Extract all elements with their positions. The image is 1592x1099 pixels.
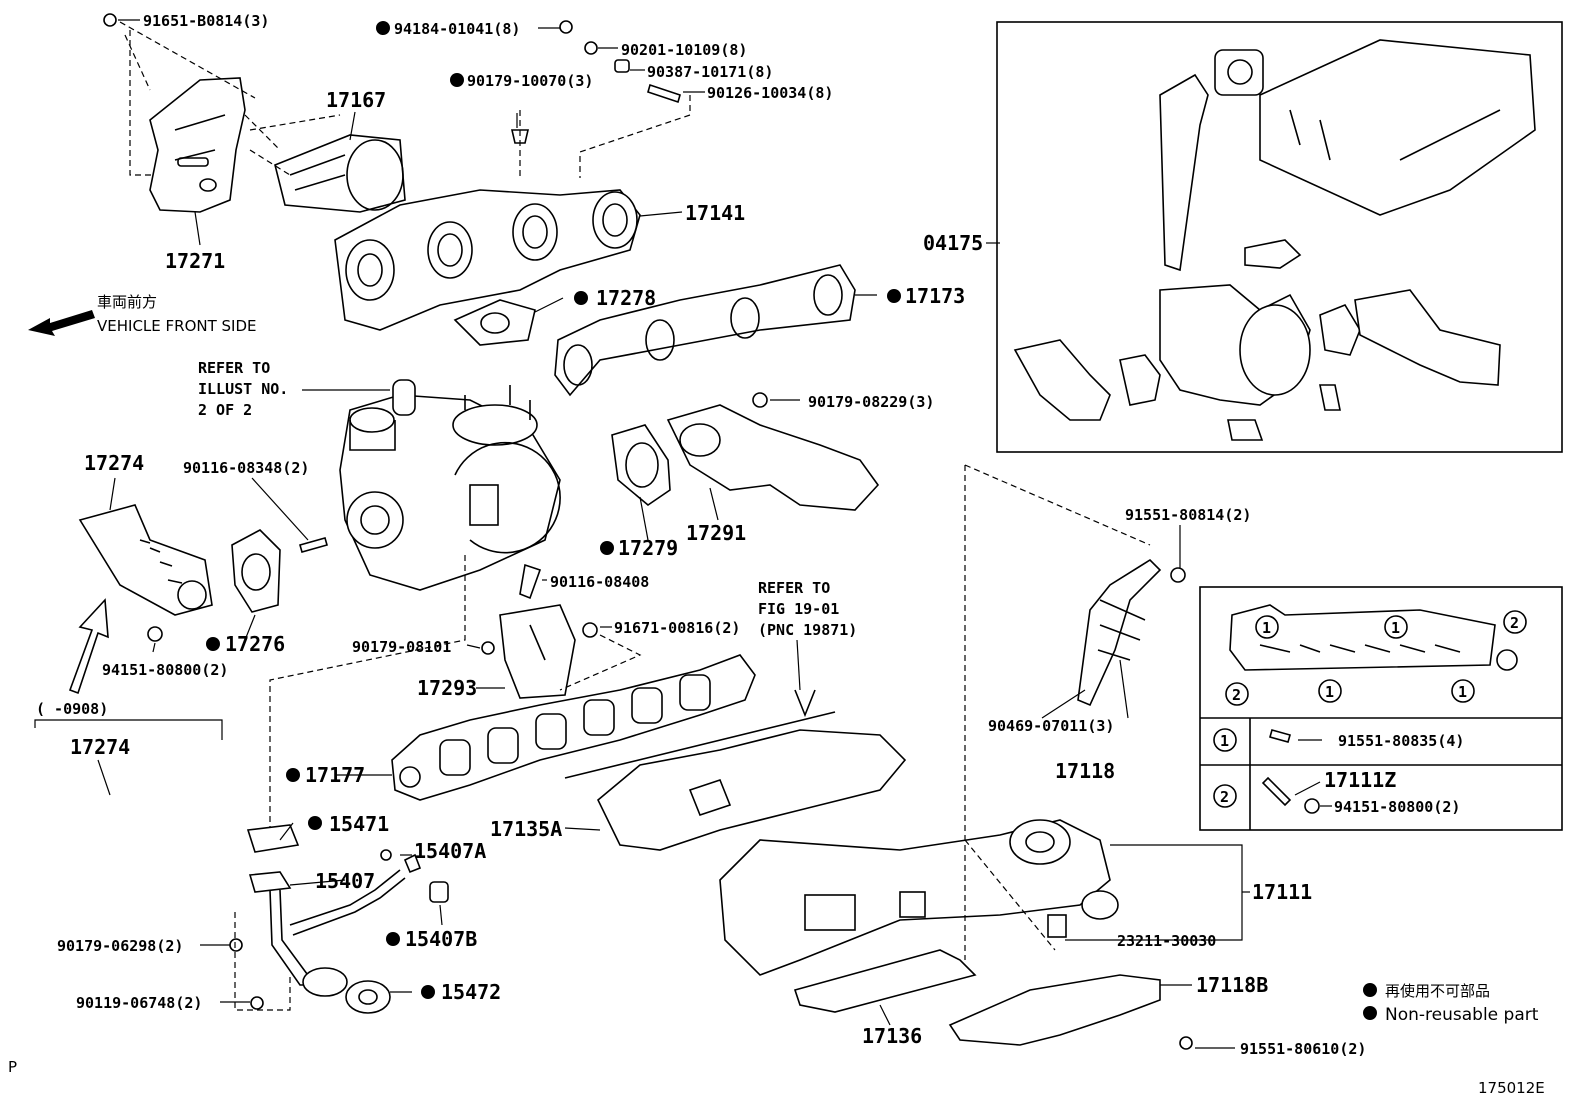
label-17118B: 17118B [1196, 973, 1268, 997]
heat-insulator-17167-shape [274, 134, 406, 213]
label-17278: 17278 [596, 286, 656, 310]
front-side-en: VEHICLE FRONT SIDE [97, 317, 257, 335]
refer-2-line-3: (PNC 19871) [758, 621, 857, 639]
label-90116-08348: 90116-08348(2) [183, 459, 309, 477]
label-17274-lower: 17274 [70, 735, 130, 759]
turbocharger-body-shape [339, 379, 561, 591]
exhaust-pipe-17291-shape [666, 392, 880, 511]
label-17167: 17167 [326, 88, 386, 112]
svg-text:2: 2 [1232, 686, 1241, 704]
gasket-17278-shape [453, 299, 536, 346]
label-17136: 17136 [862, 1024, 922, 1048]
detail-table [1199, 586, 1563, 831]
refer-2-line-2: FIG 19-01 [758, 600, 839, 618]
front-arrow-shape [28, 310, 95, 336]
front-side-jp: 車両前方 [97, 293, 157, 311]
label-90469-07011: 90469-07011(3) [988, 717, 1114, 735]
label-94184-01041: 94184-01041(8) [394, 20, 520, 38]
legend-jp: 再使用不可部品 [1385, 982, 1490, 1000]
label-91551-80814: 91551-80814(2) [1125, 506, 1251, 524]
label-90116-08408: 90116-08408 [550, 573, 649, 591]
label-17279: 17279 [618, 536, 678, 560]
label-17177: 17177 [305, 763, 365, 787]
label-15471: 15471 [329, 812, 389, 836]
footer-left-code: P [8, 1058, 17, 1076]
gasket-17276-shape [231, 529, 281, 613]
label-range-0908: ( -0908) [36, 700, 108, 718]
bolts-top-shapes [103, 13, 681, 144]
inlet-arrow-shape [68, 598, 109, 695]
legend-en: Non-reusable part [1385, 1005, 1539, 1025]
svg-text:2: 2 [1510, 614, 1519, 632]
cover-17118B-shape [948, 974, 1193, 1050]
label-17276: 17276 [225, 632, 285, 656]
label-17271: 17271 [165, 249, 225, 273]
svg-text:1: 1 [1458, 683, 1467, 701]
label-17135A: 17135A [490, 817, 562, 841]
egr-pipe-15407-shape [229, 824, 449, 1014]
leader-lines [34, 19, 1332, 1049]
label-04175: 04175 [923, 231, 983, 255]
label-17118: 17118 [1055, 759, 1115, 783]
refer-1-line-2: ILLUST NO. [198, 380, 288, 398]
label-15472: 15472 [441, 980, 501, 1004]
label-90387-10171: 90387-10171(8) [647, 63, 773, 81]
detail-box-04175 [996, 21, 1563, 453]
gasket-17173-shape [554, 264, 856, 397]
label-15407A: 15407A [414, 839, 486, 863]
label-90179-08101: 90179-08101 [352, 638, 451, 656]
cover-17136-shape [793, 949, 977, 1013]
svg-text:1: 1 [1391, 619, 1400, 637]
label-90179-08229: 90179-08229(3) [808, 393, 934, 411]
heat-insulator-17271-shape [149, 77, 246, 213]
table-row2-part1: 17111Z [1324, 768, 1396, 792]
label-17293: 17293 [417, 676, 477, 700]
label-17291: 17291 [686, 521, 746, 545]
label-90201-10109: 90201-10109(8) [621, 41, 747, 59]
label-90179-10070: 90179-10070(3) [467, 72, 593, 90]
label-91671-00816: 91671-00816(2) [614, 619, 740, 637]
table-row1-part: 91551-80835(4) [1338, 732, 1464, 750]
label-90179-06298: 90179-06298(2) [57, 937, 183, 955]
label-17111: 17111 [1252, 880, 1312, 904]
refer-1-line-1: REFER TO [198, 359, 270, 377]
label-17173: 17173 [905, 284, 965, 308]
intake-manifold-17135A-shape [564, 689, 907, 851]
label-90119-06748: 90119-06748(2) [76, 994, 202, 1012]
label-91651-B0814: 91651-B0814(3) [143, 12, 269, 30]
svg-text:1: 1 [1325, 683, 1334, 701]
stud-90116-08348-shape [299, 537, 328, 553]
table-row2-num: 2 [1220, 788, 1229, 806]
exhaust-manifold-17141-shape [334, 189, 641, 331]
detail-04175-shapes [1013, 39, 1536, 441]
footer-figure-number: 175012E [1478, 1079, 1545, 1097]
label-15407B: 15407B [405, 927, 477, 951]
label-90126-10034: 90126-10034(8) [707, 84, 833, 102]
egr-cooler-17111-shape [719, 819, 1119, 976]
label-91551-80610: 91551-80610(2) [1240, 1040, 1366, 1058]
label-15407: 15407 [315, 869, 375, 893]
bracket-17118-shape [1077, 558, 1186, 707]
bracket-17293-shape [481, 563, 598, 699]
non-reusable-markers [206, 21, 1377, 1020]
gasket-17177-shape [391, 654, 756, 801]
svg-text:1: 1 [1262, 619, 1271, 637]
gasket-17279-shape [611, 424, 671, 507]
detail-callouts: 1 1 2 2 1 1 [1225, 610, 1527, 706]
intake-hose-17274-shape [78, 504, 213, 642]
table-row1-num: 1 [1220, 732, 1229, 750]
label-17274-upper: 17274 [84, 451, 144, 475]
refer-1-line-3: 2 OF 2 [198, 401, 252, 419]
table-row2-part2: 94151-80800(2) [1334, 798, 1460, 816]
label-94151-80800-left: 94151-80800(2) [102, 661, 228, 679]
refer-2-line-1: REFER TO [758, 579, 830, 597]
label-17141: 17141 [685, 201, 745, 225]
label-23211-30030: 23211-30030 [1117, 932, 1216, 950]
